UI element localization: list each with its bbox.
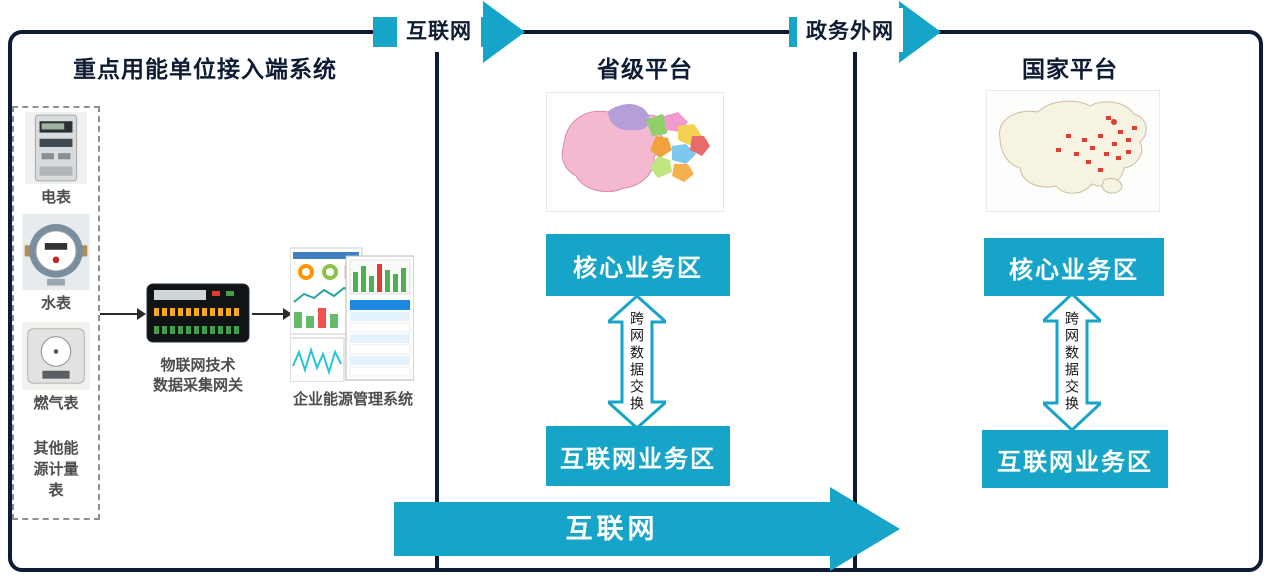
provincial-title: 省级平台 (597, 56, 693, 82)
internet-right-arrow-icon: 互联网 (373, 1, 525, 63)
national-core-zone-box: 核心业务区 (984, 238, 1164, 296)
top-arrow-gov-label: 政务外网 (797, 8, 903, 52)
flow-arrow-meters-to-gateway-icon (100, 308, 146, 320)
ems-label: 企业能源管理系统 (292, 391, 413, 408)
gateway-label: 物联网技术 数据采集网关 (152, 357, 243, 394)
left-section-title: 重点用能单位接入端系统 (73, 56, 337, 82)
diagram-outer-border (8, 30, 1263, 572)
arrow-line (252, 313, 285, 315)
flow-arrow-gateway-to-ems-icon (252, 308, 292, 320)
national-exchange-label: 跨网数据交换 (1064, 311, 1080, 413)
bottom-arrow-internet-label: 互联网 (565, 514, 659, 544)
section-divider-right (853, 32, 857, 570)
national-title: 国家平台 (1022, 56, 1118, 82)
china-map-image (986, 90, 1160, 212)
arrow-head (483, 1, 525, 63)
meter-label-other: 其他能源计量表 (33, 440, 79, 499)
arrow-head (899, 1, 941, 63)
sichuan-map-image (546, 92, 724, 212)
provincial-core-zone-box: 核心业务区 (546, 234, 730, 296)
bottom-internet-right-arrow-icon: 互联网 (394, 487, 900, 571)
meter-label-gas: 燃气表 (33, 395, 79, 412)
arrow-head (137, 308, 146, 320)
provincial-exchange-double-arrow-icon (608, 296, 666, 428)
provincial-exchange-label: 跨网数据交换 (629, 311, 645, 413)
meters-dashed-box (12, 106, 100, 520)
arrow-body (394, 502, 830, 556)
gov-extranet-right-arrow-icon: 政务外网 (789, 1, 941, 63)
arrow-head (830, 487, 900, 571)
provincial-internet-zone-box: 互联网业务区 (546, 426, 730, 486)
gateway-image (146, 283, 250, 343)
meter-label-electric: 电表 (40, 189, 71, 206)
gas-meter-image (22, 322, 90, 390)
section-divider-left (435, 32, 439, 570)
meter-label-water: 水表 (40, 295, 71, 312)
national-exchange-double-arrow-icon (1043, 294, 1101, 430)
arrow-head (283, 308, 292, 320)
top-arrow-internet-label: 互联网 (397, 8, 481, 52)
electric-meter-image (25, 112, 87, 184)
ems-screenshot-image (290, 247, 414, 382)
arrow-line (100, 313, 139, 315)
water-meter-image (22, 214, 90, 290)
national-internet-zone-box: 互联网业务区 (982, 430, 1168, 488)
